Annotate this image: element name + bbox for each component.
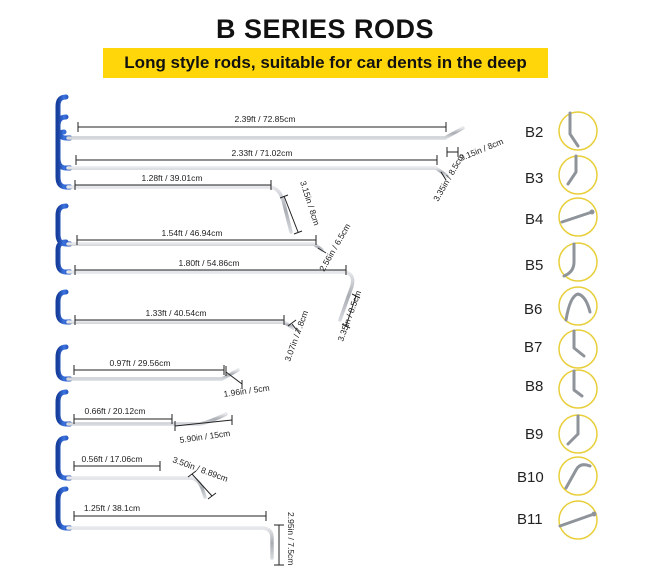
- length-label-b3: 2.33ft / 71.02cm: [232, 148, 293, 158]
- subtitle-banner: Long style rods, suitable for car dents …: [103, 48, 548, 78]
- tip-legend: B2 B3 B4 B5 B6 B7 B8 B9 B10 B11: [517, 111, 598, 540]
- code-label-b3: B3: [525, 170, 543, 187]
- tip-shape-b3: [566, 154, 578, 186]
- measurements: 2.39ft / 72.85cm 3.15in / 8cm 2.33ft / 7…: [82, 114, 505, 565]
- code-label-b4: B4: [525, 211, 543, 228]
- tip-label-b11: 2.95in / 7.5cm: [286, 512, 296, 565]
- page-title: B SERIES RODS: [215, 14, 435, 44]
- tip-shape-b9: [566, 414, 580, 446]
- tip-shape-b4: [560, 210, 594, 224]
- tip-label-b5: 2.56in / 6.5cm: [317, 222, 352, 273]
- tip-detail-b6: [558, 286, 598, 326]
- rod-b9: [66, 412, 228, 426]
- rods: [66, 126, 465, 560]
- code-label-b9: B9: [525, 426, 543, 443]
- rod-b5: [66, 242, 324, 252]
- rod-b2: [66, 126, 465, 140]
- rod-b11: [66, 526, 274, 560]
- tip-detail-b7: [558, 329, 598, 369]
- handle-b11: [55, 486, 73, 531]
- code-label-b6: B6: [524, 301, 542, 318]
- length-label-b5: 1.54ft / 46.94cm: [162, 228, 223, 238]
- handle-b10: [55, 435, 73, 481]
- code-label-b10: B10: [517, 469, 544, 486]
- tip-shape-b5: [562, 242, 576, 278]
- dimension-lines: [73, 122, 459, 566]
- tip-shape-b6: [564, 292, 592, 322]
- tip-detail-b10: [558, 456, 598, 496]
- handle-b4: [55, 129, 73, 190]
- tip-shape-b2: [568, 111, 580, 148]
- length-label-b8: 0.97ft / 29.56cm: [110, 358, 171, 368]
- code-label-b5: B5: [525, 257, 543, 274]
- length-label-b6: 1.80ft / 54.86cm: [179, 258, 240, 268]
- code-label-b11: B11: [517, 511, 543, 528]
- code-label-b7: B7: [524, 339, 542, 356]
- rod-b3: [66, 166, 449, 178]
- handle-b9: [55, 389, 73, 427]
- tip-detail-b5: [558, 242, 598, 282]
- rod-b6: [66, 270, 355, 322]
- tip-label-b3: 3.35in / 8.5cm: [431, 152, 466, 203]
- length-label-b4: 1.28ft / 39.01cm: [142, 173, 203, 183]
- handles: [55, 94, 73, 531]
- tip-shape-b10: [564, 463, 592, 490]
- tip-label-b9: 5.90in / 15cm: [179, 428, 231, 445]
- length-label-b9: 0.66ft / 20.12cm: [85, 406, 146, 416]
- tip-label-b7: 3.07in / 7.8cm: [282, 309, 310, 363]
- code-label-b8: B8: [525, 378, 543, 395]
- handle-b5: [55, 203, 73, 247]
- rod-b7: [66, 320, 295, 330]
- handle-b8: [55, 344, 73, 382]
- tip-detail-b3: [558, 155, 598, 195]
- length-label-b7: 1.33ft / 40.54cm: [146, 308, 207, 318]
- tip-detail-b8: [558, 369, 598, 409]
- tip-label-b4: 3.15in / 8cm: [298, 180, 322, 227]
- length-label-b10: 0.56ft / 17.06cm: [82, 454, 143, 464]
- handle-b6: [55, 239, 73, 275]
- tip-shape-b11: [558, 512, 596, 528]
- code-label-b2: B2: [525, 124, 543, 141]
- tip-shape-b8: [572, 369, 584, 398]
- handle-b7: [55, 289, 73, 325]
- tip-shape-b7: [572, 329, 586, 358]
- rod-b4: [66, 185, 293, 234]
- length-label-b11: 1.25ft / 38.1cm: [84, 503, 140, 513]
- rod-b10: [66, 476, 207, 499]
- rod-b8: [66, 368, 240, 381]
- length-label-b2: 2.39ft / 72.85cm: [235, 114, 296, 124]
- tip-label-b8: 1.96in / 5cm: [223, 383, 270, 399]
